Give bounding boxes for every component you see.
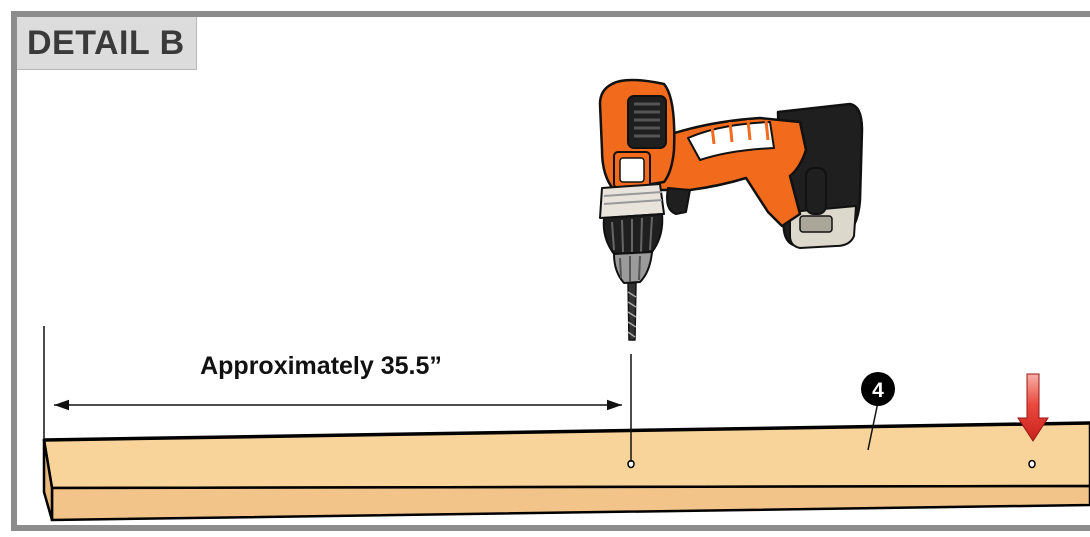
part-callout: 4 (861, 372, 895, 406)
dimension-line (43, 326, 632, 462)
wood-board (42, 421, 1090, 522)
measurement-label: Approximately 35.5” (200, 352, 442, 380)
part-callout-number: 4 (872, 379, 884, 402)
red-down-arrow-icon (1017, 373, 1049, 442)
callout-leader-line (867, 401, 879, 451)
detail-title: DETAIL B (17, 17, 197, 70)
existing-hole-mark (1028, 459, 1036, 469)
cordless-drill-icon (598, 78, 864, 341)
